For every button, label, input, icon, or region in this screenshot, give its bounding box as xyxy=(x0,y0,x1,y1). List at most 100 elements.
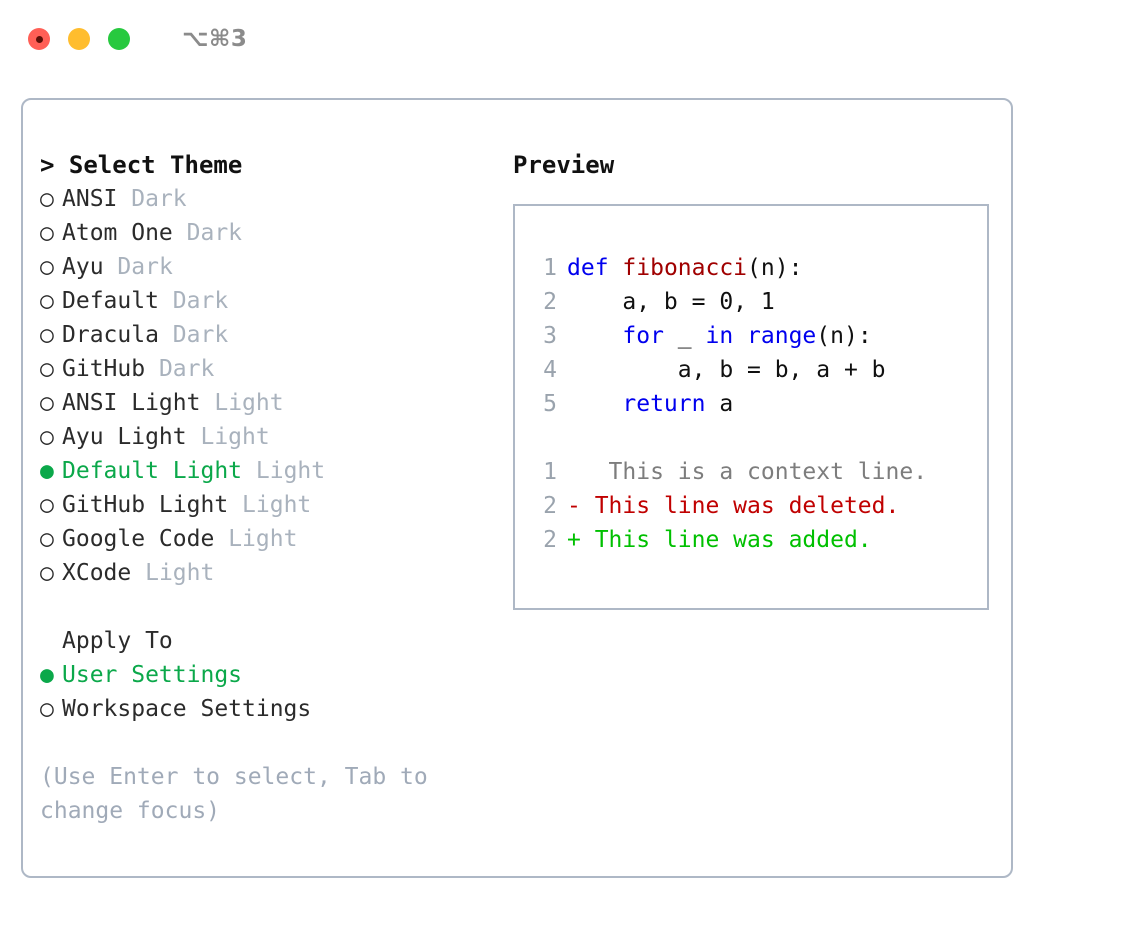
theme-name: Default Light xyxy=(62,458,243,484)
theme-list-item[interactable]: ● Default Light Light xyxy=(40,454,493,488)
theme-name: XCode xyxy=(62,560,132,586)
theme-list-item[interactable]: ○ Default Dark xyxy=(40,284,493,318)
select-theme-heading: > Select Theme xyxy=(40,151,243,179)
code-token xyxy=(567,323,622,349)
main-panel: > Select Theme ○ANSI Dark○Atom One Dark○… xyxy=(21,98,1013,878)
line-number: 2 xyxy=(543,289,557,315)
theme-variant: Light xyxy=(242,492,312,518)
code-token: fibonacci xyxy=(622,255,748,281)
theme-variant: Light xyxy=(214,390,284,416)
code-line: 4 a, b = b, a + b xyxy=(531,353,987,387)
code-token: _ xyxy=(663,323,706,349)
minimize-button[interactable] xyxy=(68,28,90,50)
radio-unselected-icon: ○ xyxy=(40,322,54,348)
keyboard-shortcut-label: ⌥⌘3 xyxy=(182,26,248,52)
apply-to-label: Workspace Settings xyxy=(62,696,312,722)
theme-list-item[interactable]: ○ Ayu Light Light xyxy=(40,420,493,454)
theme-list-item[interactable]: ○ ANSI Light Light xyxy=(40,386,493,420)
theme-name: Dracula xyxy=(62,322,159,348)
code-token: return xyxy=(622,391,706,417)
diff-sign: + xyxy=(567,527,581,553)
code-token: for xyxy=(622,323,664,349)
theme-list-item[interactable]: ○Atom One Dark xyxy=(40,216,493,250)
code-line: 3 for _ in range(n): xyxy=(531,319,987,353)
theme-variant: Light xyxy=(200,424,270,450)
theme-variant: Dark xyxy=(172,288,229,314)
apply-to-item[interactable]: ● User Settings xyxy=(40,658,493,692)
diff-text: This line was added. xyxy=(580,527,872,553)
code-token: range xyxy=(747,323,817,349)
theme-variant: Light xyxy=(255,458,326,484)
code-token: (n): xyxy=(747,255,803,281)
code-token: in xyxy=(705,323,734,349)
close-button[interactable] xyxy=(28,28,50,50)
theme-list-item[interactable]: ○Dracula Dark xyxy=(40,318,493,352)
theme-name: ANSI xyxy=(62,186,118,212)
theme-list-item[interactable]: ○Google Code Light xyxy=(40,522,493,556)
theme-picker-column: > Select Theme ○ANSI Dark○Atom One Dark○… xyxy=(23,100,493,876)
diff-line: 2- This line was deleted. xyxy=(531,489,987,523)
radio-unselected-icon: ○ xyxy=(40,424,54,450)
theme-list[interactable]: ○ANSI Dark○Atom One Dark○Ayu Dark○Defaul… xyxy=(40,182,493,590)
code-token: a xyxy=(705,391,734,417)
theme-variant: Dark xyxy=(158,356,215,382)
theme-list-item[interactable]: ○GitHub Dark xyxy=(40,352,493,386)
code-line: 5 return a xyxy=(531,387,987,421)
radio-unselected-icon: ○ xyxy=(40,560,54,586)
radio-selected-icon: ● xyxy=(40,662,54,688)
diff-sign: - xyxy=(567,493,581,519)
theme-variant: Dark xyxy=(117,254,173,280)
theme-variant: Dark xyxy=(131,186,187,212)
theme-name: ANSI Light xyxy=(62,390,201,416)
diff-line: 1 This is a context line. xyxy=(531,455,987,489)
theme-variant: Dark xyxy=(186,220,243,246)
line-number: 1 xyxy=(543,255,557,281)
diff-sample: 1 This is a context line.2- This line wa… xyxy=(531,455,987,557)
diff-line: 2 + This line was added. xyxy=(531,523,987,557)
theme-name: Default xyxy=(62,288,159,314)
keyboard-hint-text: (Use Enter to select, Tab to change focu… xyxy=(40,764,428,824)
theme-name: Google Code xyxy=(62,526,215,552)
theme-list-item[interactable]: ○ ANSI Dark xyxy=(40,182,493,216)
apply-to-label: User Settings xyxy=(62,662,243,688)
radio-unselected-icon: ○ xyxy=(40,526,54,552)
code-diff-spacer xyxy=(531,421,987,455)
theme-list-item[interactable]: ○ Ayu Dark xyxy=(40,250,493,284)
code-token xyxy=(567,391,622,417)
theme-name: GitHub xyxy=(62,356,146,382)
theme-list-item[interactable]: ○ XCode Light xyxy=(40,556,493,590)
diff-text: This is a context line. xyxy=(580,459,928,485)
theme-variant: Light xyxy=(145,560,215,586)
line-number: 2 xyxy=(543,493,557,519)
code-line: 2 a, b = 0, 1 xyxy=(531,285,987,319)
diff-text: This line was deleted. xyxy=(580,493,900,519)
radio-unselected-icon: ○ xyxy=(40,254,54,280)
radio-unselected-icon: ○ xyxy=(40,696,54,722)
apply-to-heading: Apply To xyxy=(62,628,173,654)
theme-name: Ayu Light xyxy=(62,424,187,450)
theme-name: Ayu xyxy=(62,254,104,280)
apply-to-list[interactable]: ● User Settings ○ Workspace Settings xyxy=(40,658,493,726)
line-number: 2 xyxy=(543,527,557,553)
radio-selected-icon: ● xyxy=(40,458,54,484)
code-token: a, b = b, a + b xyxy=(567,357,886,383)
radio-unselected-icon: ○ xyxy=(40,390,54,416)
code-line: 1 def fibonacci(n): xyxy=(531,251,987,285)
line-number: 3 xyxy=(543,323,557,349)
apply-to-item[interactable]: ○ Workspace Settings xyxy=(40,692,493,726)
title-bar: ⌥⌘3 xyxy=(0,0,1140,78)
code-token xyxy=(609,255,623,281)
radio-unselected-icon: ○ xyxy=(40,492,54,518)
theme-list-item[interactable]: ○GitHub Light Light xyxy=(40,488,493,522)
maximize-button[interactable] xyxy=(108,28,130,50)
radio-unselected-icon: ○ xyxy=(40,220,54,246)
radio-unselected-icon: ○ xyxy=(40,186,54,212)
preview-heading: Preview xyxy=(513,151,615,179)
line-number: 4 xyxy=(543,357,557,383)
code-token: def xyxy=(567,255,609,281)
radio-unselected-icon: ○ xyxy=(40,288,54,314)
